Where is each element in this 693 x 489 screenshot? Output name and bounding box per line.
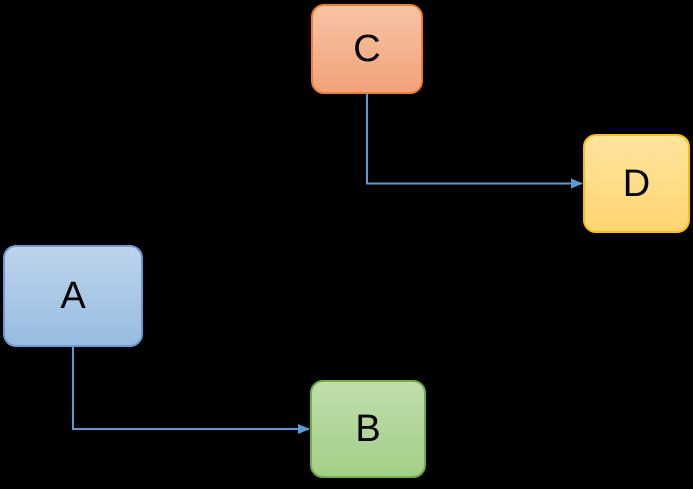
node-label: C [353,28,381,70]
node-label: A [60,275,86,317]
node-b: B [310,380,426,478]
node-label: D [622,162,651,205]
node-label: B [355,408,381,450]
connector-a-to-b [72,347,310,434]
node-a: A [3,245,143,347]
node-c: C [311,4,423,94]
node-d: D [583,134,690,233]
connector-c-to-d [366,94,583,189]
